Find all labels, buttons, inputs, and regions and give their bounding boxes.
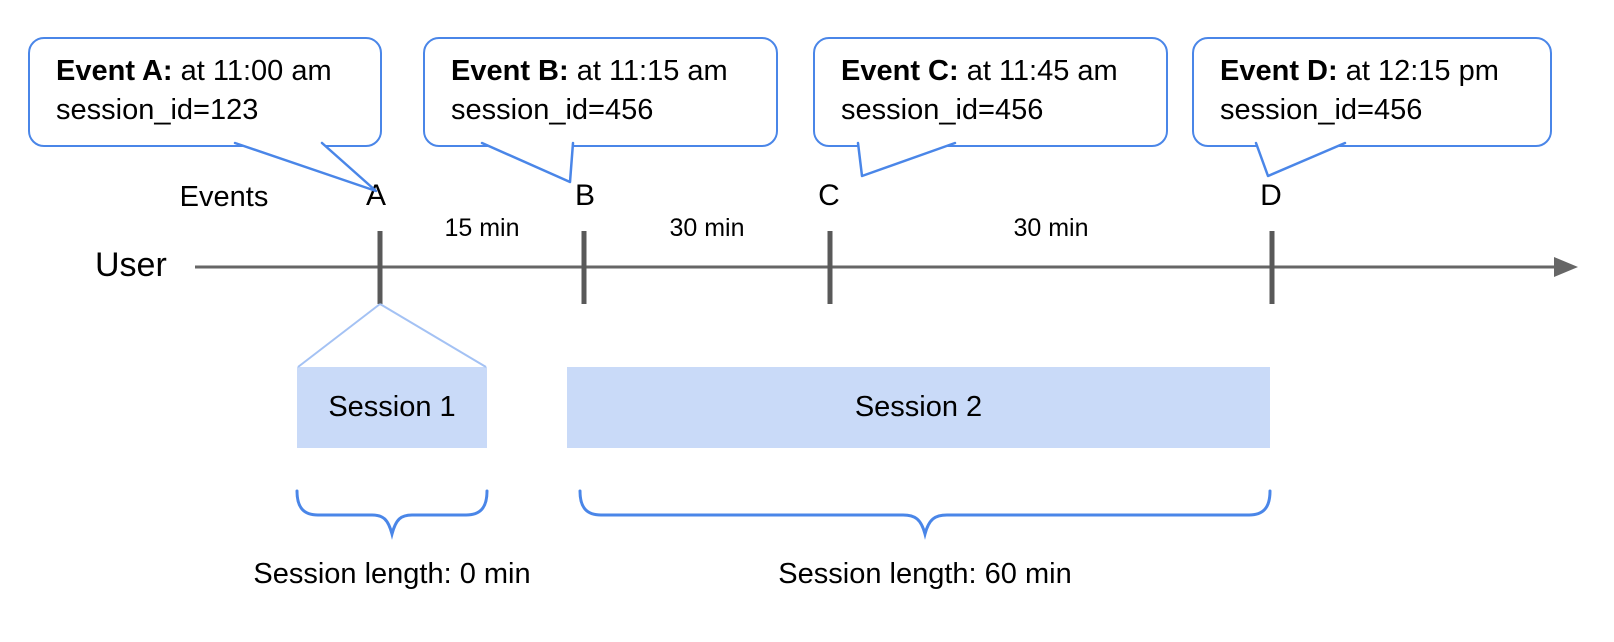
callout-a-time-line: Event A: at 11:00 am <box>56 52 360 91</box>
user-row-label: User <box>95 246 167 284</box>
session-1-funnel-left-line <box>297 303 381 368</box>
callout-b-title: Event B: <box>451 55 569 87</box>
interval-label-b-c: 30 min <box>669 214 745 242</box>
callout-c-session-id: session_id=456 <box>841 94 1044 126</box>
callout-tail-b <box>480 141 575 184</box>
interval-label-a-b: 15 min <box>444 214 520 242</box>
callout-b-session-id: session_id=456 <box>451 94 654 126</box>
callout-c-time: at 11:45 am <box>958 55 1118 87</box>
session-1-length-label: Session length: 0 min <box>253 558 531 590</box>
callout-tail-c <box>856 141 957 178</box>
callout-c-time-line: Event C: at 11:45 am <box>841 52 1146 91</box>
event-callout-a: Event A: at 11:00 am session_id=123 <box>28 37 382 147</box>
callout-b-time: at 11:15 am <box>568 55 728 87</box>
event-marker-c: C <box>818 179 840 212</box>
session-2-box: Session 2 <box>567 367 1270 448</box>
callout-d-title: Event D: <box>1220 55 1338 87</box>
timeline-arrowhead-icon <box>1554 257 1578 277</box>
session-2-length-label: Session length: 60 min <box>778 558 1072 590</box>
events-row-label: Events <box>179 181 269 213</box>
event-marker-d: D <box>1260 179 1282 212</box>
callout-a-time: at 11:00 am <box>172 55 332 87</box>
callout-a-title: Event A: <box>56 55 173 87</box>
interval-label-c-d: 30 min <box>1013 214 1089 242</box>
callout-b-time-line: Event B: at 11:15 am <box>451 52 756 91</box>
callout-c-title: Event C: <box>841 55 959 87</box>
event-marker-b: B <box>574 179 596 212</box>
callout-d-time: at 12:15 pm <box>1337 55 1499 87</box>
session-2-label: Session 2 <box>854 391 983 423</box>
callout-a-session-id: session_id=123 <box>56 94 259 126</box>
session-1-label: Session 1 <box>328 391 456 423</box>
session-1-funnel-right-line <box>379 303 487 368</box>
session-2-length-brace <box>578 489 1272 540</box>
callout-d-time-line: Event D: at 12:15 pm <box>1220 52 1530 91</box>
event-marker-a: A <box>365 179 387 212</box>
callout-tail-d <box>1254 141 1347 178</box>
session-1-length-brace <box>295 489 489 540</box>
event-callout-c: Event C: at 11:45 am session_id=456 <box>813 37 1168 147</box>
event-callout-d: Event D: at 12:15 pm session_id=456 <box>1192 37 1552 147</box>
event-callout-b: Event B: at 11:15 am session_id=456 <box>423 37 778 147</box>
callout-d-session-id: session_id=456 <box>1220 94 1423 126</box>
session-1-box: Session 1 <box>297 367 487 448</box>
